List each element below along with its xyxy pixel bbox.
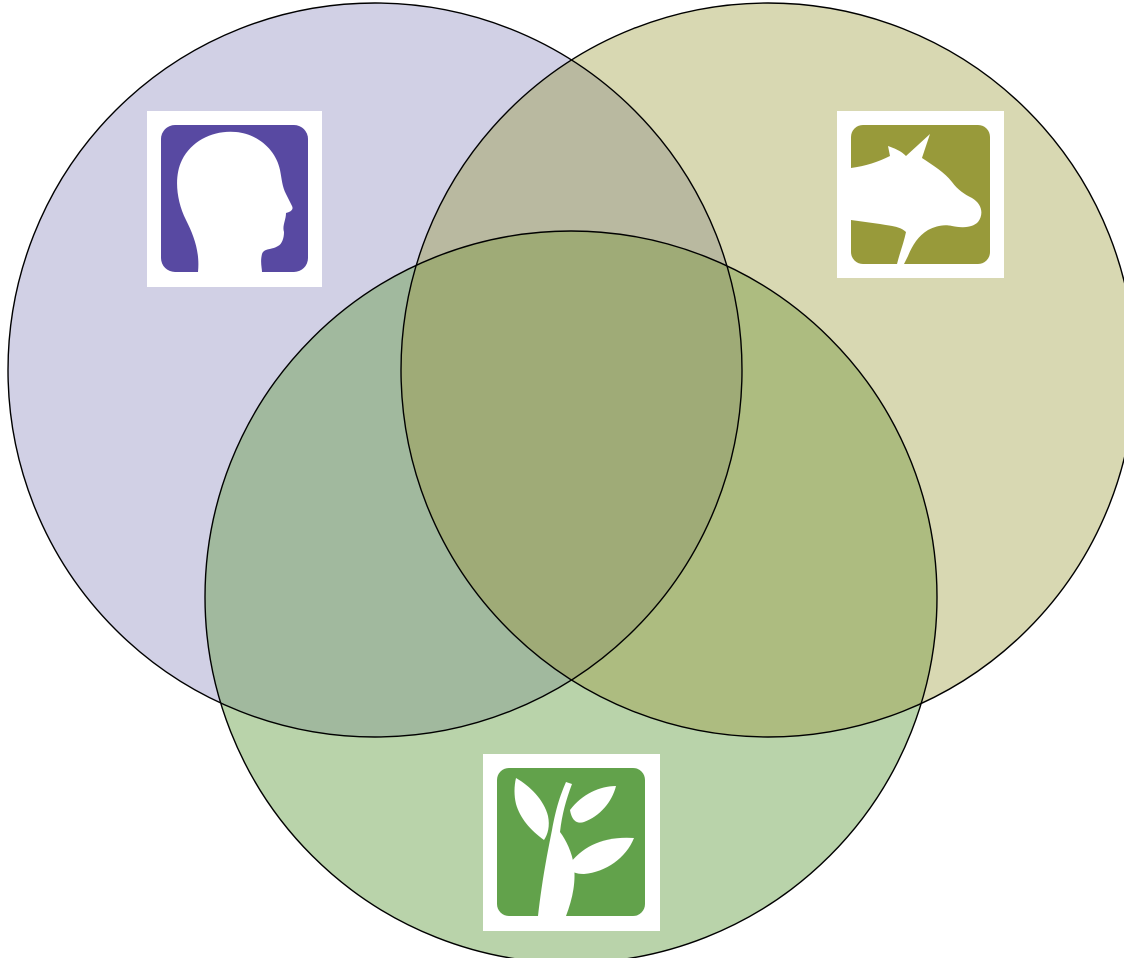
plant-set-outline xyxy=(204,230,938,958)
human-set-outline xyxy=(7,2,743,738)
cow-head-icon xyxy=(837,111,1004,278)
all-three-overlap xyxy=(401,231,742,737)
animal-set-outline xyxy=(400,2,1124,738)
human-head-icon xyxy=(147,111,322,287)
plant-icon xyxy=(483,754,660,931)
